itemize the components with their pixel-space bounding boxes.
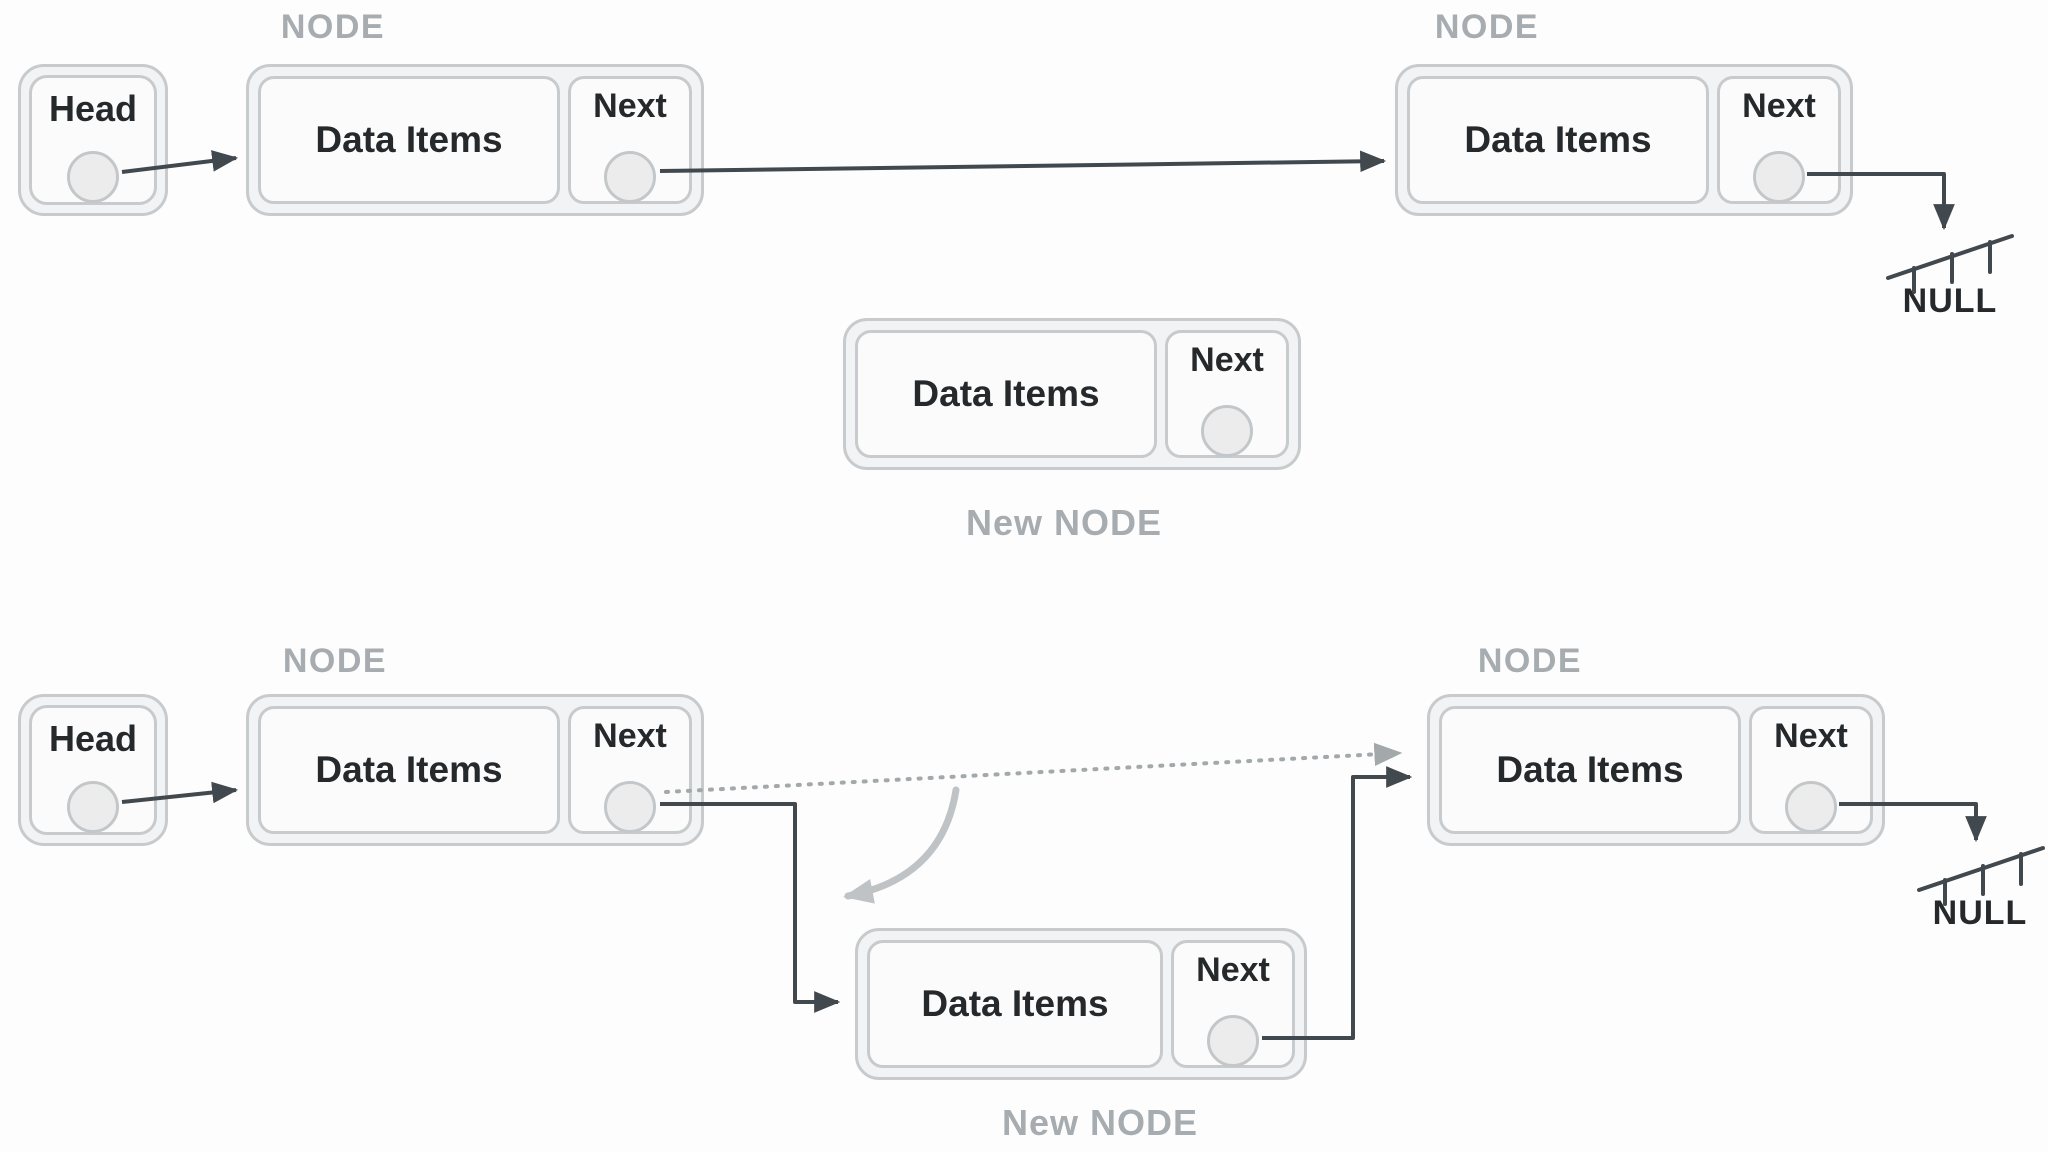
node-box: Data Items Next [1395,64,1853,216]
null-label: NULL [1902,282,1998,320]
next-cell: Next [1749,706,1873,834]
node-box: Data Items Next [246,694,704,846]
node-label: NODE [282,642,388,680]
next-label: Next [1196,951,1270,989]
head-box-inner: Head [29,75,157,205]
data-items-label: Data Items [1496,749,1684,790]
head-box: Head [18,694,168,846]
data-items-cell: Data Items [1407,76,1709,204]
new-node-label: New NODE [1001,1102,1199,1143]
null-label: NULL [1932,894,2028,932]
new-node-box: Data Items Next [843,318,1301,470]
data-items-label: Data Items [315,119,503,160]
head-pointer-circle [67,781,119,833]
node-label: NODE [280,8,386,46]
next-cell: Next [1165,330,1289,458]
head-box-inner: Head [29,705,157,835]
node-label: NODE [1434,8,1540,46]
next-label: Next [1190,341,1264,379]
next-pointer-circle [1207,1015,1259,1067]
head-pointer-circle [67,151,119,203]
node-box: Data Items Next [246,64,704,216]
data-items-cell: Data Items [867,940,1163,1068]
next-label: Next [593,87,667,125]
next-cell: Next [568,76,692,204]
data-items-cell: Data Items [258,706,560,834]
next-cell: Next [1171,940,1295,1068]
next-label: Next [1774,717,1848,755]
next-label: Next [1742,87,1816,125]
next-cell: Next [568,706,692,834]
next-pointer-circle [1201,405,1253,457]
node-label: NODE [1477,642,1583,680]
data-items-cell: Data Items [855,330,1157,458]
next-pointer-circle [604,151,656,203]
node-box: Data Items Next [1427,694,1885,846]
new-node-label: New NODE [965,502,1163,543]
data-items-label: Data Items [315,749,503,790]
next-label: Next [593,717,667,755]
data-items-cell: Data Items [1439,706,1741,834]
head-label: Head [48,88,138,129]
data-items-label: Data Items [921,983,1109,1024]
head-label: Head [48,718,138,759]
head-box: Head [18,64,168,216]
next-pointer-circle [604,781,656,833]
data-items-cell: Data Items [258,76,560,204]
new-node-box: Data Items Next [855,928,1307,1080]
data-items-label: Data Items [912,373,1100,414]
next-pointer-circle [1753,151,1805,203]
data-items-label: Data Items [1464,119,1652,160]
next-pointer-circle [1785,781,1837,833]
